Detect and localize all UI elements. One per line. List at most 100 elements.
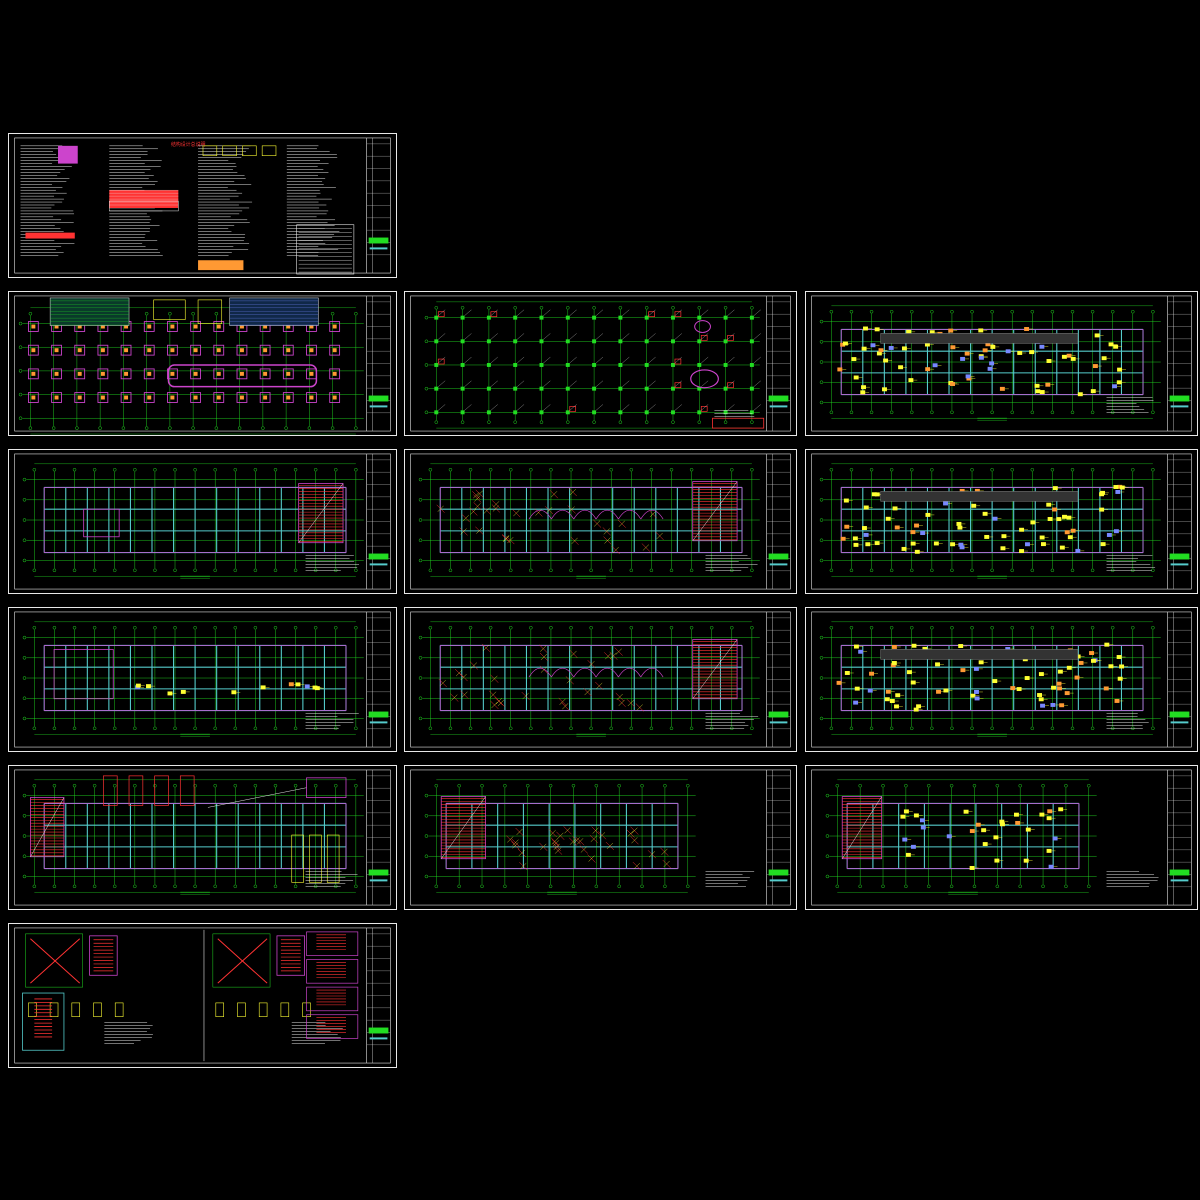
sheet-content [819,621,1161,737]
sheet-number [368,711,389,718]
drawing-sheet-8[interactable] [8,607,397,752]
sheet-number [1169,711,1190,718]
drawing-sheet-1[interactable]: 结构设计总说明 [8,133,397,278]
title-block [366,295,391,432]
drawing-sheet-11[interactable] [8,765,397,910]
core-outline [83,508,120,538]
stair-hatch [692,639,738,700]
sheet-notes [1106,555,1156,571]
corridor-band [880,333,1079,344]
inner-frame [811,611,1192,748]
sheet-graphics: 结构设计总说明 [14,137,391,275]
axis-grid [819,621,1161,735]
sheet-number [368,237,389,244]
section-detail [179,775,195,806]
inner-frame [410,295,791,432]
stair-hatch [298,483,344,544]
annotation-tags [135,682,324,696]
sheet-notes [1106,397,1154,413]
sheet-content [418,463,760,579]
sheet-graphics [14,769,391,906]
title-block [766,453,791,590]
drawing-sheet-6[interactable] [404,449,797,594]
inner-frame [811,295,1192,432]
axis-grid [418,463,760,577]
corridor-band [880,491,1079,502]
sheet-graphics [811,769,1192,906]
sheet-graphics [14,611,391,748]
sheet-number [768,869,789,876]
sheet-graphics [410,295,791,432]
sheet-notes [286,145,340,256]
sheet-content [424,779,755,895]
drawing-sheet-2[interactable] [8,291,397,436]
drawing-sheet-13[interactable] [805,765,1198,910]
sheet-title: 结构设计总说明 [171,141,206,148]
drawing-sheet-9[interactable] [404,607,797,752]
title-block [366,137,391,274]
title-block [366,611,391,748]
detail-callout [306,777,347,798]
core-outline [53,649,114,700]
drawing-sheet-14[interactable] [8,923,397,1068]
sheet-number [768,395,789,402]
sheet-notes [291,1022,343,1044]
sheet-content [819,305,1161,421]
sheet-number [368,395,389,402]
drawing-sheet-10[interactable] [805,607,1198,752]
sheet-graphics [811,453,1192,590]
title-block [1167,453,1192,590]
sheet-content [825,779,1159,895]
title-block [366,769,391,906]
sheet-graphics [14,927,391,1064]
pile-caps [27,321,341,403]
spec-table [109,200,179,212]
drawing-sheet-12[interactable] [404,765,797,910]
pile-table [49,297,130,326]
inner-frame [410,453,791,590]
drawing-sheet-4[interactable] [805,291,1198,436]
section-detail [326,834,340,883]
cap-section [197,299,223,324]
highlight-bar [25,232,75,239]
title-block [1167,769,1192,906]
title-block [1167,611,1192,748]
sheet-number [1169,553,1190,560]
sheet-content: 结构设计总说明 [20,141,355,275]
axis-grid [819,463,1161,577]
sheet-content [22,775,364,895]
sheet-graphics [811,295,1192,432]
sheet-number [368,1027,389,1034]
schedule-table [296,224,355,275]
sheet-notes [20,145,75,256]
section-detail [128,775,144,806]
slab-diagonals [436,487,664,555]
sheet-notes [705,555,758,571]
slab-diagonals [438,643,644,712]
drawing-sheet-3[interactable] [404,291,797,436]
sheet-notes [305,555,360,571]
inner-frame [14,611,391,748]
slab-arcs [528,509,664,520]
title-block [766,769,791,906]
highlight-ellipse [690,369,719,389]
sheet-notes [714,410,755,417]
stair-details [22,929,359,1062]
beam-layout [43,644,347,712]
axis-grid [22,621,364,735]
drawing-sheet-5[interactable] [8,449,397,594]
axis-grid [22,779,364,893]
leader-line [207,787,307,808]
title-block [766,295,791,432]
sheet-notes [1106,713,1149,729]
sheet-content [819,463,1161,579]
drawing-sheet-7[interactable] [805,449,1198,594]
column-marks [434,309,761,415]
detail-thumb [222,145,237,156]
sheet-notes [305,713,359,729]
sheet-content [424,301,765,429]
sheet-graphics [14,453,391,590]
sheet-content [418,621,760,737]
slab-diagonals [506,826,671,871]
